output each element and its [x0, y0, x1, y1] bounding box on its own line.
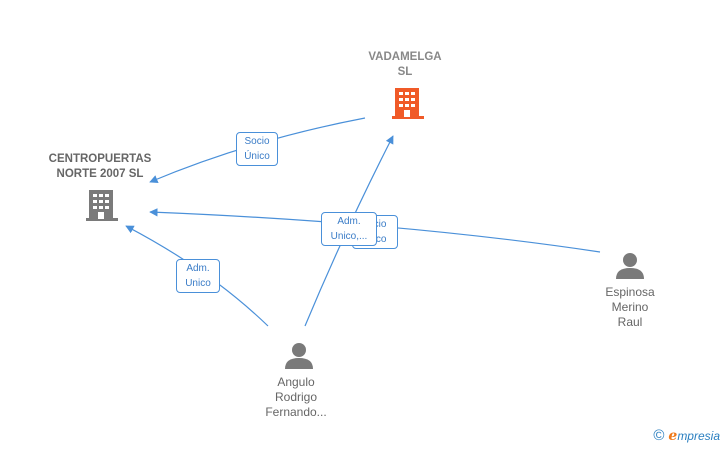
edge-label-socio-unico[interactable]: Socio Único — [236, 132, 278, 166]
brand-logo: empresia — [668, 427, 720, 444]
person-icon[interactable] — [615, 250, 645, 280]
copyright-icon: © — [653, 427, 665, 444]
edge-label-adm-unico[interactable]: Adm. Unico — [176, 259, 220, 293]
node-label-angulo[interactable]: Angulo Rodrigo Fernando... — [265, 375, 327, 419]
person-icon[interactable] — [284, 340, 314, 370]
brand-watermark: © empresia — [653, 427, 720, 444]
node-label-espinosa[interactable]: Espinosa Merino Raul — [605, 285, 655, 329]
building-icon[interactable] — [392, 86, 424, 120]
node-label-vadamelga[interactable]: VADAMELGA SL — [368, 51, 442, 78]
edge-label-adm-unico-etc[interactable]: Adm. Unico,... — [321, 212, 377, 246]
node-label-centropuertas[interactable]: CENTROPUERTAS NORTE 2007 SL — [48, 153, 152, 180]
building-icon[interactable] — [86, 188, 118, 222]
